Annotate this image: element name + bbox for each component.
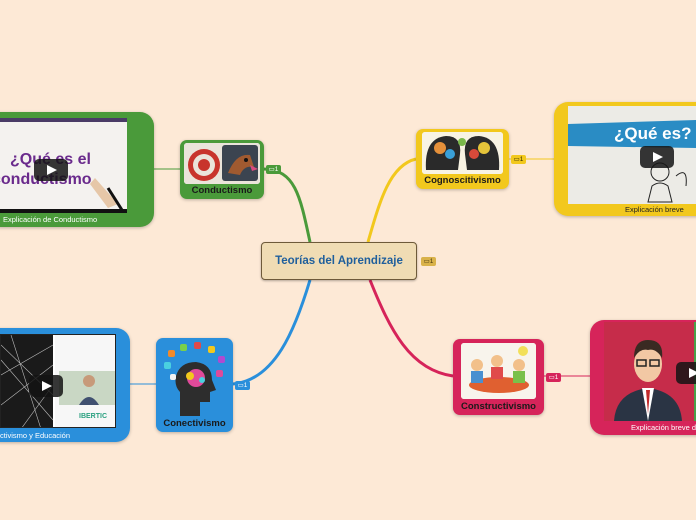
connector-root-cognoscitivismo (366, 157, 417, 243)
topic-conectivismo[interactable]: Conectivismo (156, 338, 233, 432)
topic-conectivismo-label: Conectivismo (163, 418, 226, 429)
connector-root-conectivismo (232, 279, 312, 386)
root-note-badge[interactable]: ▭1 (421, 257, 436, 266)
topic-cognoscitivismo[interactable]: Cognoscitivismo (416, 129, 509, 189)
topic-constructivismo[interactable]: Constructivismo (453, 339, 544, 415)
topic-conductismo-label: Conductismo (191, 185, 253, 196)
conductismo-image (184, 143, 260, 184)
video-constructivismo[interactable]: Explicación breve d (590, 320, 696, 435)
topic-cognoscitivismo-label: Cognoscitivismo (424, 175, 501, 186)
video-conectivismo[interactable]: IBERTIC ctivismo y Educación (0, 328, 130, 442)
topic-constructivismo-label: Constructivismo (461, 401, 536, 412)
conectivismo-image (160, 342, 229, 416)
video-cognoscitivismo-thumbnail: ¿Qué es? (568, 106, 696, 204)
note-icon: ▭ (513, 156, 520, 163)
video-constructivismo-thumbnail (604, 322, 696, 421)
video-conductismo-caption: Explicación de Conductismo (3, 215, 98, 224)
note-icon: ▭ (423, 258, 430, 265)
root-topic[interactable]: Teorías del Aprendizaje (261, 242, 417, 280)
root-topic-label: Teorías del Aprendizaje (275, 255, 403, 267)
connector-root-constructivismo (368, 279, 454, 378)
video-conductismo[interactable]: ¿Qué es el conductismo Explicación de Co… (0, 112, 154, 227)
note-icon: ▭ (268, 166, 275, 173)
video-cognoscitivismo-caption: Explicación breve (625, 205, 684, 214)
play-icon[interactable] (640, 146, 674, 168)
note-icon: ▭ (237, 382, 244, 389)
video-constructivismo-caption: Explicación breve d (631, 423, 696, 432)
conectivismo-note-badge[interactable]: ▭1 (235, 381, 250, 390)
note-icon: ▭ (548, 374, 555, 381)
cognoscitivismo-image (422, 132, 503, 174)
video-conductismo-thumbnail: ¿Qué es el conductismo (0, 118, 127, 213)
conductismo-note-badge[interactable]: ▭1 (266, 165, 281, 174)
play-icon[interactable] (34, 159, 68, 181)
play-icon[interactable] (676, 362, 696, 384)
constructivismo-note-badge[interactable]: ▭1 (546, 373, 561, 382)
video-cognoscitivismo-title: ¿Qué es? (614, 124, 692, 143)
topic-conductismo[interactable]: Conductismo (180, 140, 264, 199)
video-conectivismo-caption: ctivismo y Educación (0, 431, 71, 440)
video-cognoscitivismo[interactable]: ¿Qué es? Explicación breve (554, 102, 696, 216)
constructivismo-image (461, 343, 536, 399)
play-icon[interactable] (29, 375, 63, 397)
connector-root-conductismo (263, 167, 312, 243)
video-conectivismo-thumbnail: IBERTIC (0, 334, 116, 428)
video-conectivismo-logo: IBERTIC (79, 413, 107, 420)
cognoscitivismo-note-badge[interactable]: ▭1 (511, 155, 526, 164)
